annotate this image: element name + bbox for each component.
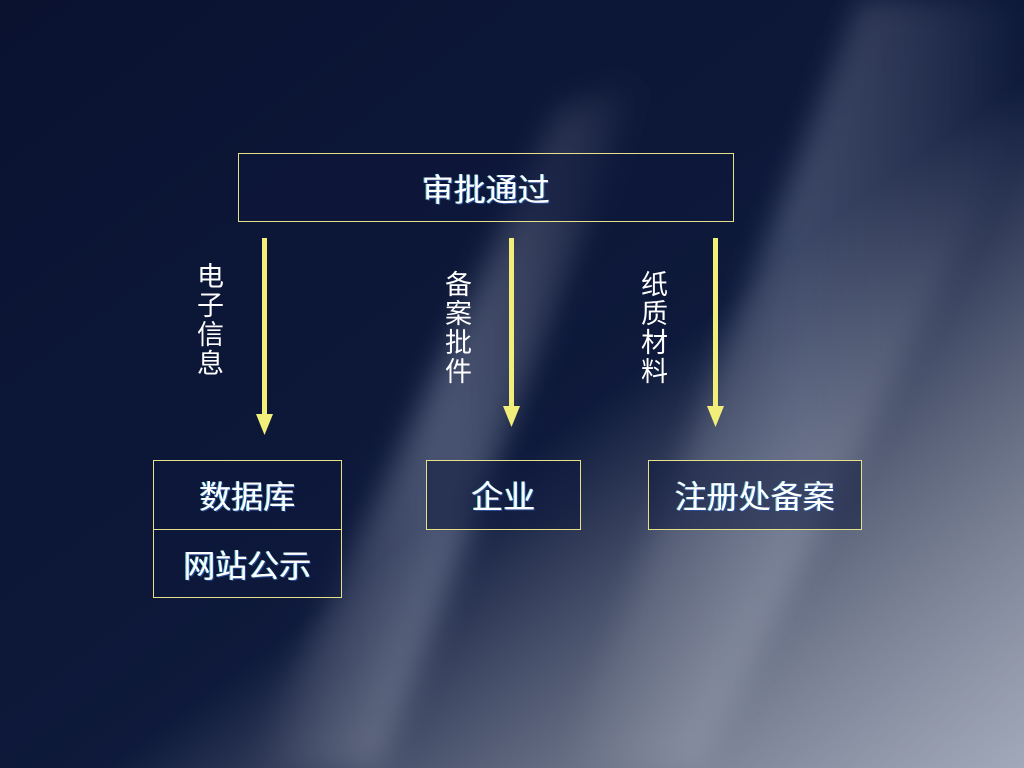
arrow-approval-document (503, 238, 520, 427)
registry-filing-box: 注册处备案 (648, 460, 862, 530)
arrow-paper-material (707, 238, 724, 427)
approval-passed-label: 审批通过 (421, 170, 550, 209)
arrow-electronic (256, 238, 273, 435)
approval-passed-box: 审批通过 (238, 153, 734, 222)
enterprise-label: 企业 (471, 478, 536, 516)
enterprise-box: 企业 (426, 460, 581, 530)
arrow-label-electronic: 电子信息 (192, 262, 223, 378)
registry-filing-label: 注册处备案 (674, 478, 835, 516)
database-label: 数据库 (199, 478, 296, 516)
database-box: 数据库 (153, 460, 342, 530)
arrow-label-approval-document: 备案批件 (440, 270, 471, 386)
website-publicity-label: 网站公示 (183, 546, 312, 585)
website-publicity-box: 网站公示 (153, 529, 342, 598)
arrow-label-paper-material: 纸质材料 (636, 270, 667, 386)
